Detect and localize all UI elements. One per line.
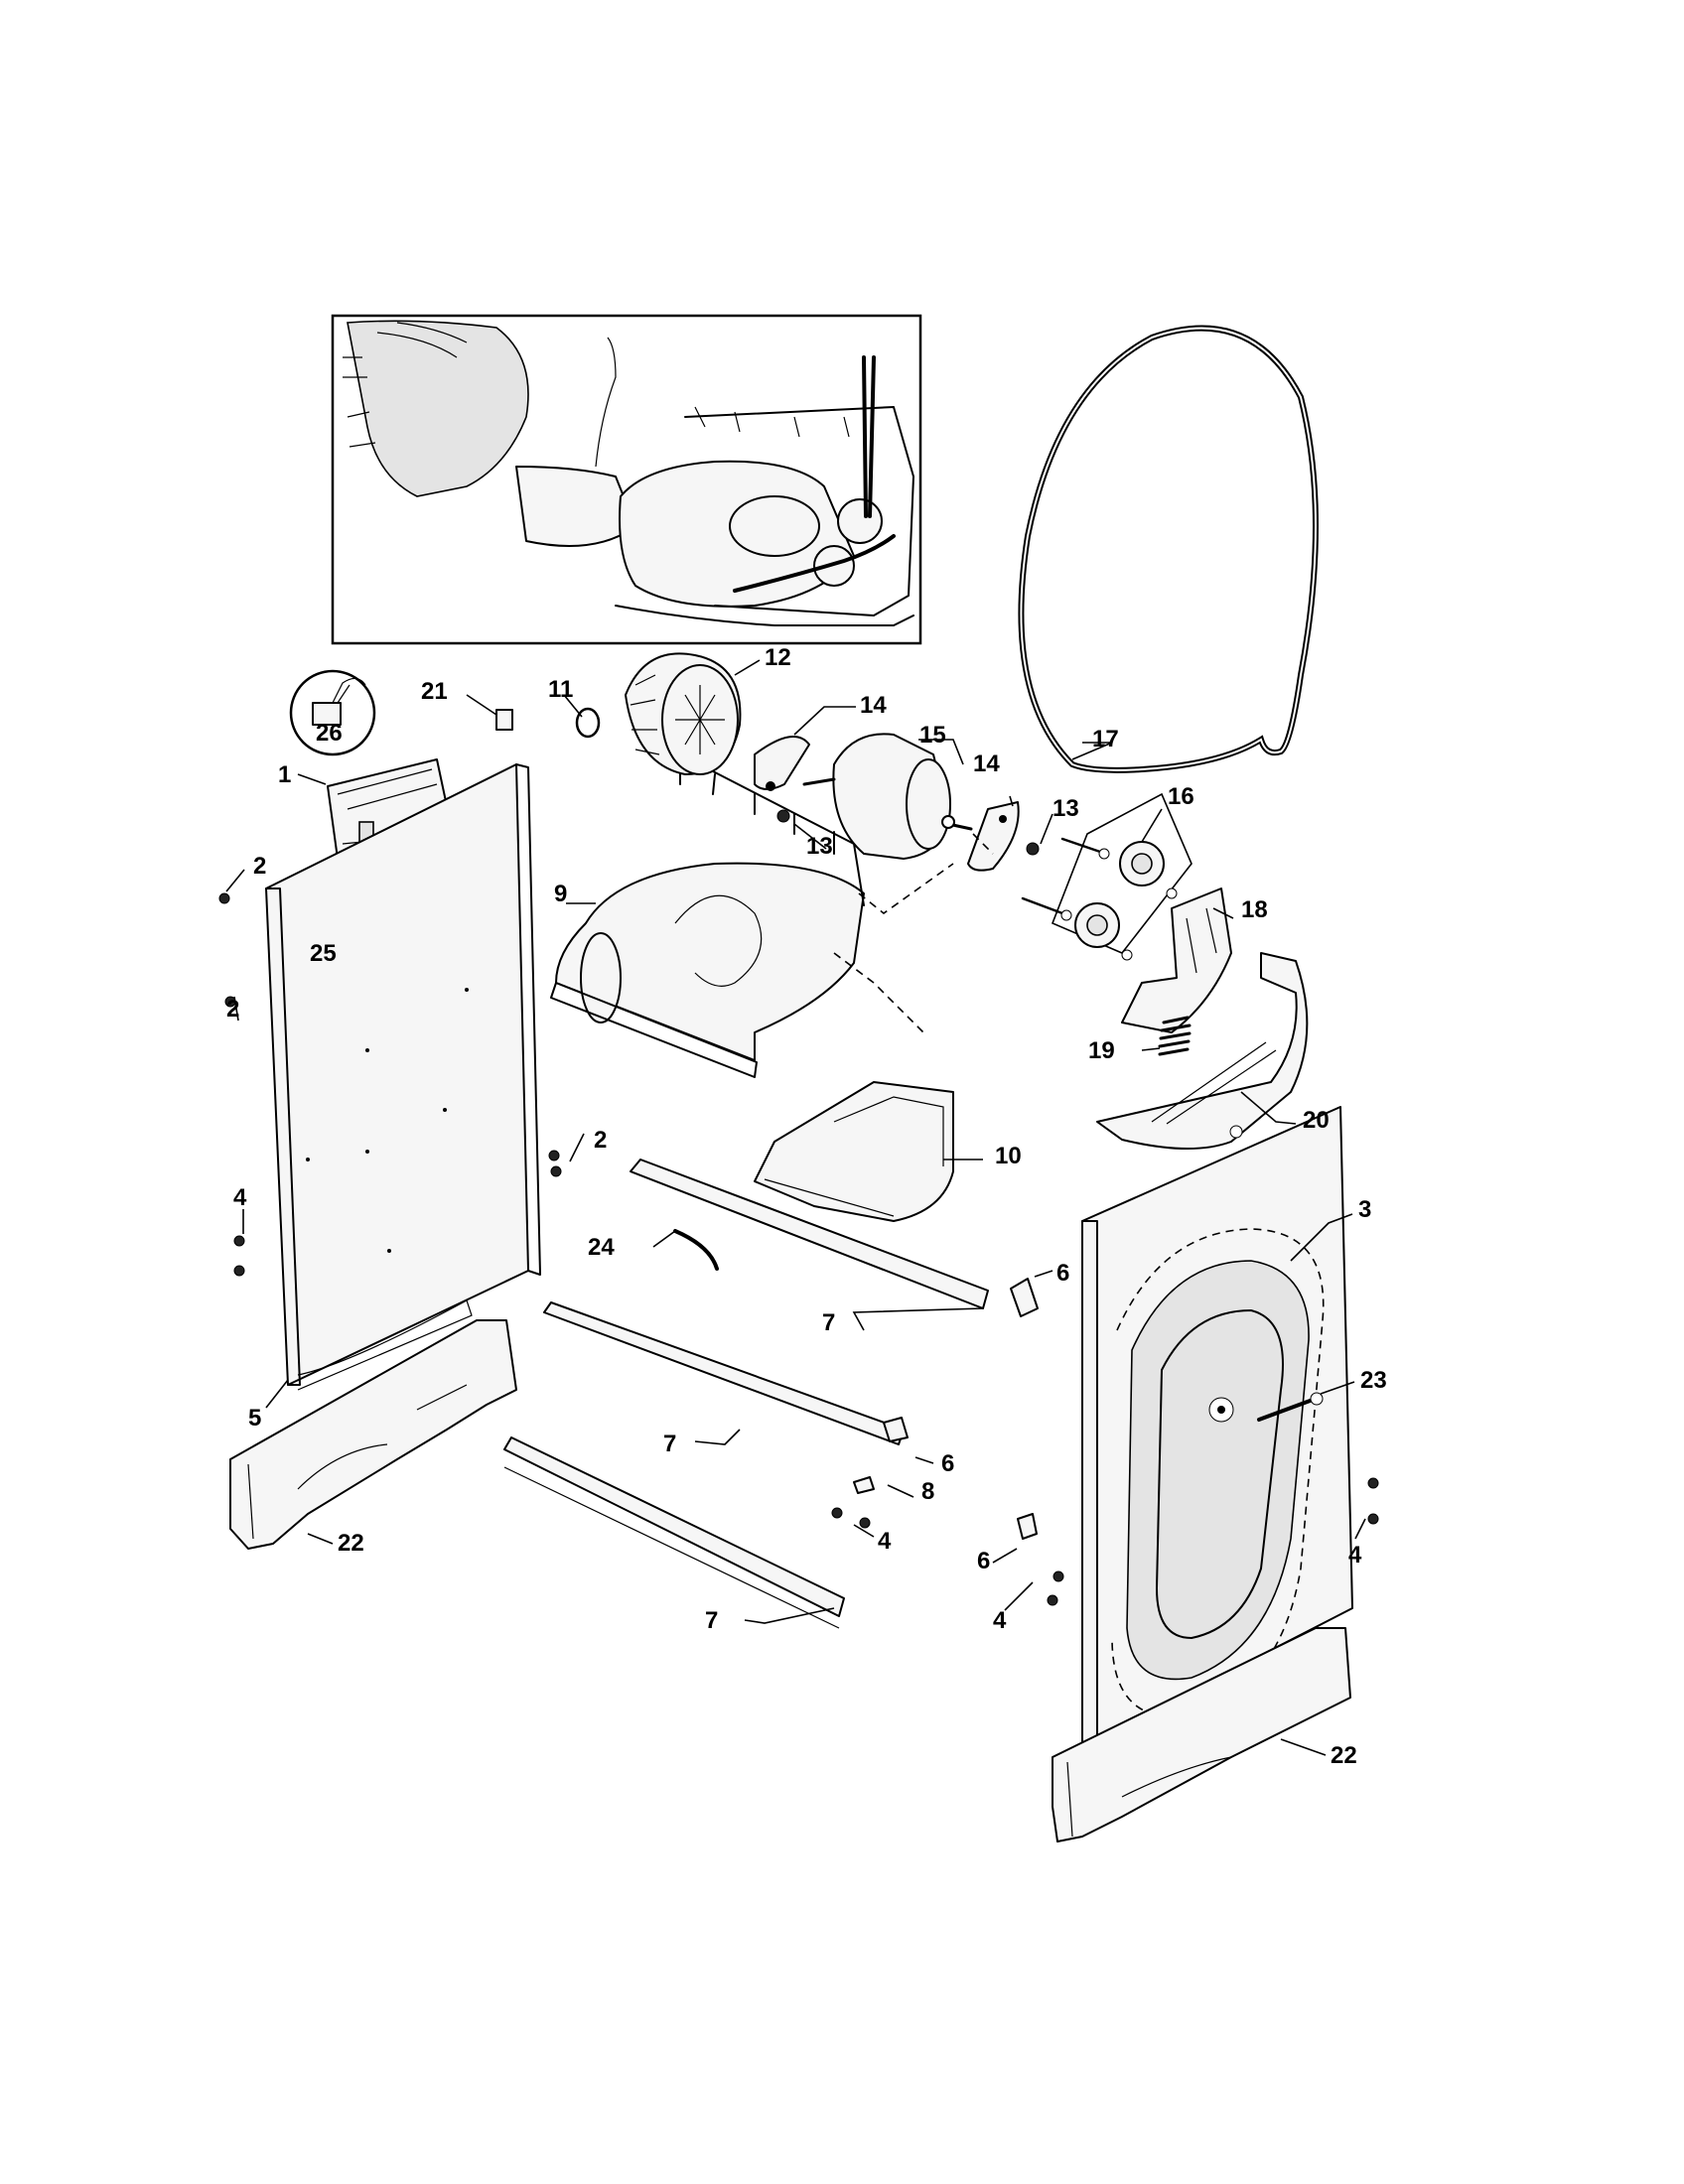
drive-belt [1018, 325, 1319, 773]
callout-4-right: 4 [1348, 1542, 1362, 1569]
motor-mount-14-left [754, 736, 810, 791]
callout-12: 12 [765, 644, 791, 671]
callout-22-right: 22 [1331, 1742, 1357, 1769]
blower-wheel [625, 652, 742, 775]
base-foot-right [1052, 1627, 1351, 1843]
callout-6-middle: 6 [941, 1450, 954, 1477]
callout-1: 1 [278, 761, 291, 788]
callout-25: 25 [310, 940, 337, 967]
hose-24 [673, 1229, 719, 1271]
rail-7-upper [630, 1159, 989, 1309]
base-foot-left [229, 1319, 517, 1550]
callout-17: 17 [1092, 726, 1119, 752]
callout-15: 15 [919, 722, 946, 749]
clip-8 [853, 1476, 875, 1494]
rear-bracket [1096, 952, 1309, 1151]
callout-2-middle-left: 2 [226, 996, 239, 1023]
assembly-inset-view [331, 314, 922, 645]
clip-21 [495, 709, 513, 731]
callout-3: 3 [1358, 1196, 1371, 1223]
callout-16: 16 [1168, 783, 1194, 810]
lint-duct [754, 1081, 954, 1222]
left-side-panel [265, 763, 541, 1391]
callout-10: 10 [995, 1143, 1022, 1169]
callout-14-right: 14 [973, 751, 1000, 777]
drive-motor [802, 733, 994, 860]
callout-23: 23 [1360, 1367, 1387, 1394]
blower-housing [550, 753, 954, 1078]
rail-7-middle [543, 1301, 905, 1445]
idler-bracket [1121, 887, 1232, 1033]
ring-11 [575, 707, 601, 739]
callout-14-left: 14 [860, 692, 887, 719]
callout-13-right: 13 [1052, 795, 1079, 822]
callout-19: 19 [1088, 1037, 1115, 1064]
callout-5: 5 [248, 1405, 261, 1432]
callout-7-middle: 7 [663, 1431, 676, 1457]
clip-6-middle [883, 1417, 909, 1442]
callout-2-center: 2 [594, 1127, 607, 1154]
callout-4-left: 4 [233, 1184, 247, 1211]
callout-6-lower: 6 [977, 1548, 990, 1574]
callout-labels: 1 2 2 2 3 4 4 4 4 5 6 6 6 7 7 7 8 9 10 1… [226, 644, 1387, 1769]
callout-4-lower: 4 [993, 1607, 1007, 1634]
callout-13-left: 13 [806, 833, 833, 860]
callout-20: 20 [1303, 1107, 1330, 1134]
callout-24: 24 [588, 1234, 615, 1261]
callout-2-upper-left: 2 [253, 853, 266, 880]
callout-8: 8 [921, 1478, 934, 1505]
screws-2 [218, 892, 562, 1177]
right-side-panel [1081, 1106, 1353, 1748]
leader-lines [225, 659, 1366, 1756]
callout-6-upper: 6 [1056, 1260, 1069, 1287]
callout-22-left: 22 [338, 1530, 364, 1557]
harness-26-detail [289, 669, 376, 756]
idler-spring [1158, 1016, 1192, 1056]
rail-7-lower [503, 1436, 845, 1629]
motor-mount-14-right [967, 801, 1020, 872]
callout-7-upper: 7 [822, 1309, 835, 1336]
idler-pulley-assembly [1021, 792, 1193, 961]
callout-4-center: 4 [878, 1528, 892, 1555]
clip-6-lower [1017, 1513, 1038, 1540]
screws-13 [776, 809, 1040, 856]
screws-4 [233, 1235, 1379, 1606]
callout-18: 18 [1241, 896, 1268, 923]
clip-6-upper [1010, 1278, 1039, 1317]
control-board [327, 758, 448, 870]
callout-26: 26 [316, 720, 343, 747]
callout-7-lower: 7 [705, 1607, 718, 1634]
rod-23 [1257, 1392, 1324, 1422]
callout-9: 9 [554, 881, 567, 907]
callout-11: 11 [548, 676, 573, 703]
callout-21: 21 [421, 678, 448, 705]
